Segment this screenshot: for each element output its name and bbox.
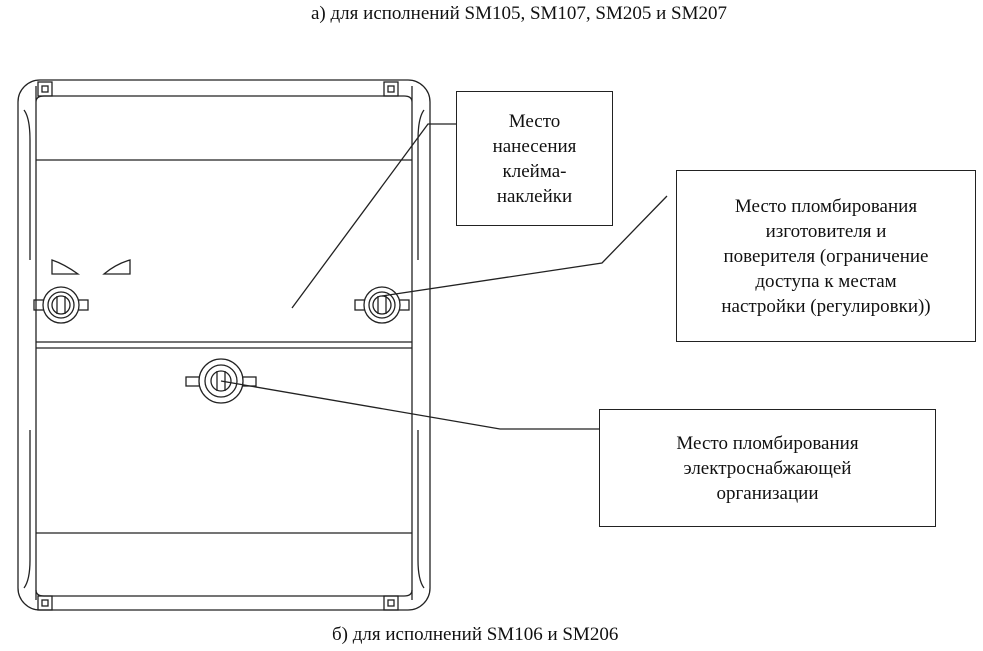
callout-stamp-text: Место нанесения клейма- наклейки — [492, 110, 577, 207]
clip-top-left-icon — [37, 81, 53, 97]
leader-manufacturer — [381, 195, 668, 297]
arrow-mark-left-icon — [51, 259, 81, 275]
housing-left-edge — [23, 109, 31, 589]
callout-energy-text: Место пломбирования электроснабжающей ор… — [676, 432, 859, 504]
leader-stamp — [291, 123, 456, 309]
caption-bottom: б) для исполнений SM106 и SM206 — [332, 624, 619, 645]
clip-top-right-icon — [383, 81, 399, 97]
housing-right-edge — [417, 109, 425, 589]
clip-bottom-right-icon — [383, 595, 399, 611]
caption-top: а) для исполнений SM105, SM107, SM205 и … — [311, 3, 728, 24]
callout-manufacturer-seal: Место пломбирования изготовителя и повер… — [676, 170, 976, 342]
clip-bottom-left-icon — [37, 595, 53, 611]
callout-stamp-place: Место нанесения клейма- наклейки — [456, 91, 613, 226]
leader-energy — [220, 380, 599, 430]
arrow-mark-right-icon — [102, 259, 131, 275]
meter-body-outline — [35, 86, 413, 600]
meter-housing — [17, 79, 431, 611]
screw-right-icon — [354, 286, 410, 324]
callout-energy-seal: Место пломбирования электроснабжающей ор… — [599, 409, 936, 527]
callout-manufacturer-text: Место пломбирования изготовителя и повер… — [721, 195, 931, 317]
screw-left-icon — [33, 286, 89, 324]
